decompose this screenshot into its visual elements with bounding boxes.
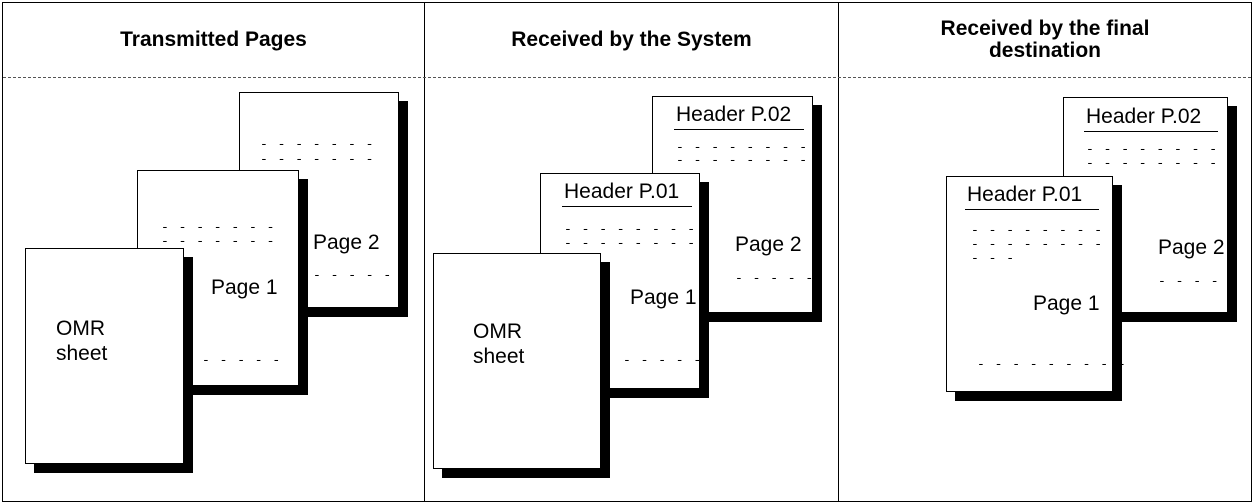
- text-placeholder-dashes: - - - - - - - -: [564, 223, 696, 236]
- header-p02-label: Header P.02: [676, 103, 791, 127]
- text-placeholder-dashes: - - - - - - -: [260, 153, 374, 166]
- page-1-label: Page 1: [1033, 292, 1100, 316]
- page-1-label: Page 1: [630, 286, 697, 310]
- text-placeholder-dashes: - - - - - - -: [161, 235, 275, 248]
- column-title-received-destination: Received by the final destination: [839, 3, 1251, 77]
- column-title-transmitted: Transmitted Pages: [3, 3, 424, 77]
- text-placeholder-dashes: - - - - - - - -: [676, 154, 808, 167]
- text-placeholder-dashes: - - - - - - - -: [971, 238, 1103, 251]
- text-placeholder-dashes: - - - - -: [623, 354, 702, 367]
- text-placeholder-dashes: - - - - - - - -: [1086, 157, 1218, 170]
- omr-label: OMR: [56, 317, 105, 341]
- text-placeholder-dashes: - - - - - - -: [260, 138, 374, 151]
- omr-label: OMR: [473, 320, 522, 344]
- header-separator: [3, 77, 1251, 78]
- header-underline: [965, 209, 1099, 210]
- omr-sheet: OMR sheet: [433, 253, 601, 469]
- column-title-received-system: Received by the System: [425, 3, 838, 77]
- header-underline: [1084, 131, 1218, 132]
- text-placeholder-dashes: - - - - - - -: [161, 221, 275, 234]
- page-2-label: Page 2: [1158, 236, 1225, 260]
- text-placeholder-dashes: - - - - - - - -: [971, 224, 1103, 237]
- header-underline: [674, 129, 804, 130]
- page-1-label: Page 1: [211, 276, 278, 300]
- text-placeholder-dashes: - - - - - - - -: [564, 237, 696, 250]
- header-p02-label: Header P.02: [1086, 105, 1201, 129]
- text-placeholder-dashes: - - - - -: [1158, 275, 1237, 288]
- text-placeholder-dashes: - - - - - - - -: [1086, 143, 1218, 156]
- omr-label: sheet: [56, 342, 107, 366]
- text-placeholder-dashes: - - - - -: [735, 272, 814, 285]
- text-placeholder-dashes: - - - - -: [202, 354, 281, 367]
- header-underline: [562, 206, 692, 207]
- omr-sheet: OMR sheet: [25, 248, 184, 464]
- omr-label: sheet: [473, 345, 524, 369]
- text-placeholder-dashes: - - - - - - - - -: [977, 358, 1127, 371]
- page-1-sheet: Header P.01 - - - - - - - - - - - - - - …: [946, 176, 1113, 392]
- text-placeholder-dashes: - - - - -: [313, 269, 392, 282]
- page-2-label: Page 2: [735, 233, 802, 257]
- header-p01-label: Header P.01: [967, 183, 1082, 207]
- header-p01-label: Header P.01: [564, 180, 679, 204]
- text-placeholder-dashes: - - -: [971, 252, 1015, 265]
- page-2-label: Page 2: [313, 231, 380, 255]
